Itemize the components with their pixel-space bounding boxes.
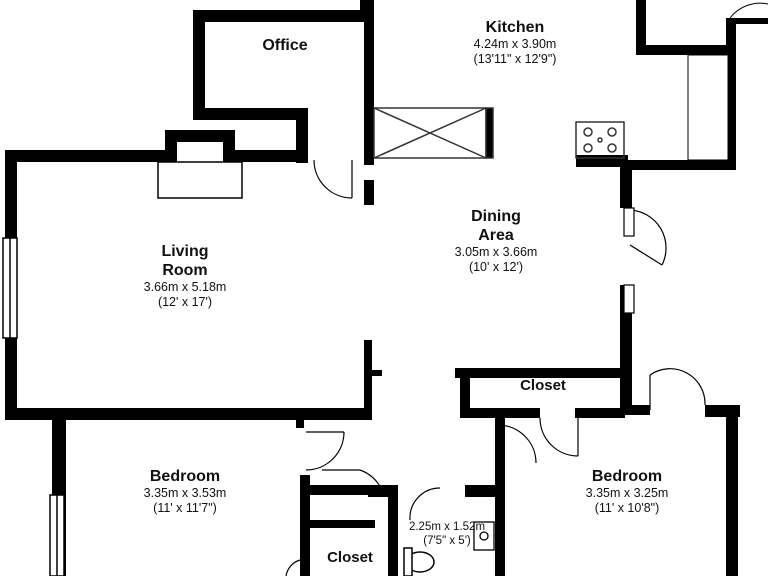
room-dimensions-metric: 3.35m x 3.25m	[585, 486, 669, 501]
room-dimensions-imperial: (10' x 12')	[468, 260, 524, 275]
windows	[2, 54, 729, 576]
room-kitchen: Kitchen 4.24m x 3.90m (13'11" x 12'9")	[455, 18, 575, 67]
room-dimensions-metric: 3.66m x 5.18m	[143, 280, 227, 295]
room-name-line1: Dining	[471, 208, 521, 225]
room-dimensions-metric: 2.25m x 1.52m	[408, 521, 486, 533]
room-name: Bedroom	[591, 468, 663, 485]
room-closet-bottom: Closet	[312, 549, 388, 567]
room-dimensions-imperial: (11' x 10'8")	[594, 501, 660, 516]
room-name-line2: Area	[478, 227, 514, 245]
toilet-icon	[403, 547, 435, 576]
room-dimensions-imperial: (11' x 11'7")	[153, 501, 217, 516]
room-name-line1: Living	[161, 243, 209, 260]
kitchen-counter-x	[373, 107, 494, 159]
door-swings	[285, 159, 706, 576]
sink-icon	[473, 521, 495, 551]
room-name: Closet	[327, 549, 373, 566]
stove-icon	[575, 121, 625, 159]
room-bedroom-left: Bedroom 3.35m x 3.53m (11' x 11'7")	[115, 467, 255, 516]
room-name: Kitchen	[485, 19, 545, 36]
room-dining-area: Dining Area 3.05m x 3.66m (10' x 12')	[436, 207, 556, 275]
room-dimensions-metric: 4.24m x 3.90m	[473, 37, 557, 52]
room-dimensions-imperial: (12' x 17')	[157, 295, 213, 310]
room-living-room: Living Room 3.66m x 5.18m (12' x 17')	[125, 242, 245, 310]
room-name-line2: Room	[162, 262, 208, 280]
room-name: Closet	[520, 377, 566, 394]
room-name: Office	[262, 37, 308, 54]
room-closet-top: Closet	[503, 377, 583, 395]
room-dimensions-metric: 3.35m x 3.53m	[143, 486, 227, 501]
room-dimensions-imperial: (13'11" x 12'9")	[473, 52, 557, 67]
room-name: Bedroom	[149, 468, 221, 485]
room-bedroom-right: Bedroom 3.35m x 3.25m (11' x 10'8")	[557, 467, 697, 516]
folding-door	[636, 1, 646, 45]
room-office: Office	[240, 36, 330, 55]
room-bathroom: 2.25m x 1.52m (7'5" x 5')	[392, 521, 502, 549]
room-dimensions-imperial: (7'5" x 5')	[423, 534, 471, 547]
room-dimensions-metric: 3.05m x 3.66m	[454, 245, 538, 260]
